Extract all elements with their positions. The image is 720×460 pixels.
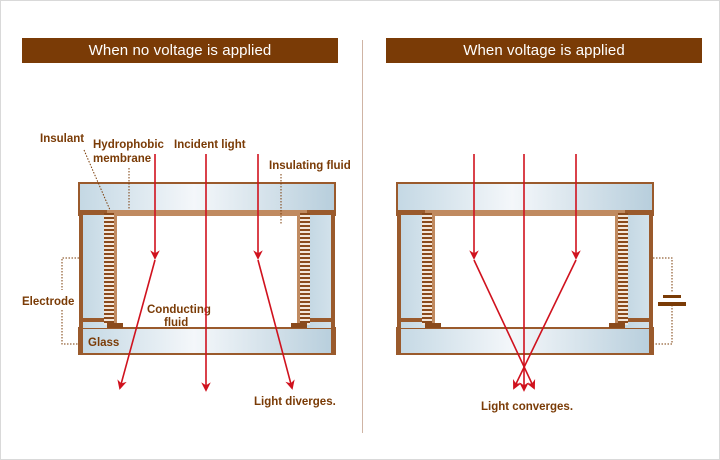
label-incident-light: Incident light bbox=[174, 139, 246, 151]
ray-1-diverged bbox=[117, 259, 156, 390]
battery-symbol-icon bbox=[653, 257, 686, 345]
left-lens-cell bbox=[78, 182, 336, 355]
right-panel-title: When voltage is applied bbox=[386, 38, 702, 63]
label-hydrophobic-2: membrane bbox=[93, 153, 151, 165]
right-lens-cell bbox=[396, 182, 654, 355]
left-insulant-coil bbox=[422, 213, 432, 325]
left-labels: Insulant Hydrophobic membrane Incident l… bbox=[22, 133, 351, 408]
bottom-glass bbox=[396, 327, 654, 355]
label-insulating-fluid: Insulating fluid bbox=[269, 160, 351, 172]
right-light-rays bbox=[469, 154, 581, 392]
label-conducting-1: Conducting bbox=[147, 304, 211, 316]
label-light-diverges: Light diverges. bbox=[254, 396, 336, 408]
bottom-glass bbox=[78, 327, 336, 355]
left-panel-title: When no voltage is applied bbox=[22, 38, 338, 63]
left-light-rays bbox=[117, 154, 295, 392]
ray-3-diverged bbox=[257, 259, 295, 390]
panel-divider bbox=[362, 40, 363, 433]
ray-3-converged bbox=[513, 259, 577, 390]
right-insulant-coil bbox=[300, 213, 310, 325]
hydrophobic-membrane bbox=[107, 210, 307, 216]
label-conducting-2: fluid bbox=[164, 317, 188, 329]
chamber bbox=[434, 215, 617, 328]
label-light-converges: Light converges. bbox=[481, 401, 573, 413]
hydrophobic-membrane bbox=[425, 210, 625, 216]
top-glass bbox=[78, 182, 336, 216]
label-electrode: Electrode bbox=[22, 296, 74, 308]
label-insulant: Insulant bbox=[40, 133, 84, 145]
chamber bbox=[116, 215, 299, 328]
right-insulant-coil bbox=[618, 213, 628, 325]
label-glass: Glass bbox=[88, 337, 119, 349]
left-insulant-coil bbox=[104, 213, 114, 325]
label-hydrophobic-1: Hydrophobic bbox=[93, 139, 165, 151]
